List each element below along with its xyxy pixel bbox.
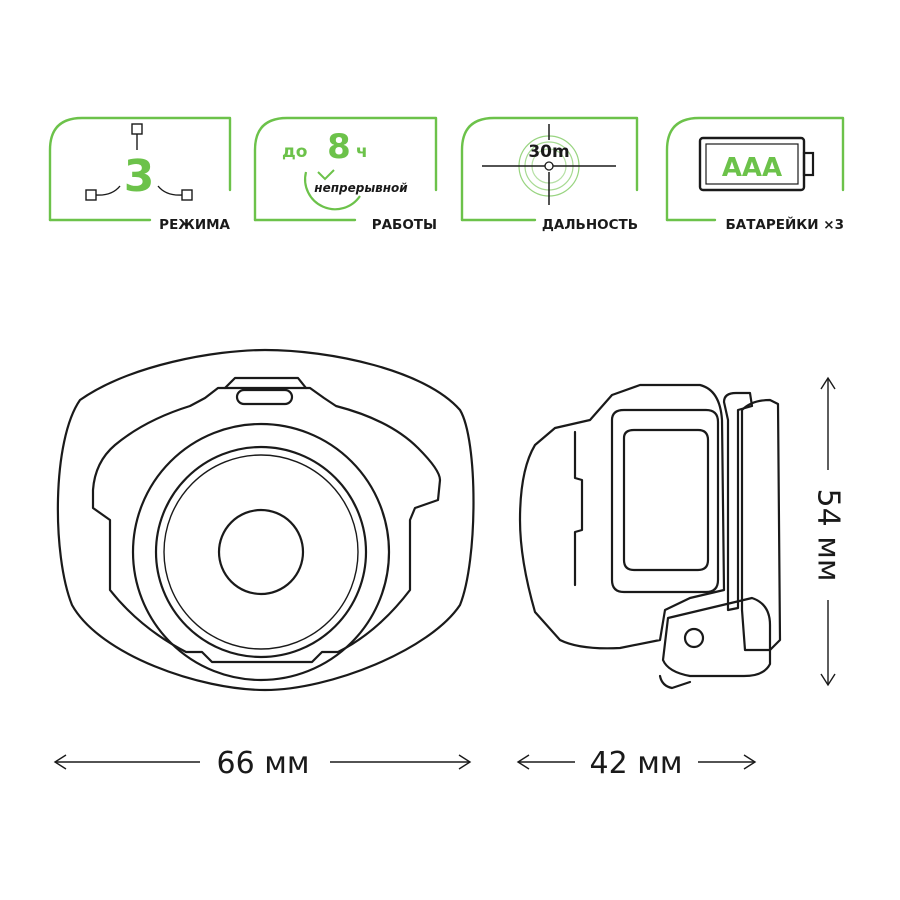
badge-runtime: до 8 ч непрерывной РАБОТЫ	[253, 116, 438, 233]
badge-frame	[460, 116, 639, 222]
dimension-depth: 42 мм	[516, 746, 757, 781]
side-foot	[658, 674, 692, 690]
side-window-outer	[610, 408, 720, 594]
side-lens-ridge	[573, 430, 584, 587]
arrow-left-icon	[516, 754, 530, 770]
badge-modes: 3 РЕЖИМА	[48, 116, 232, 233]
side-window-inner	[622, 428, 710, 572]
clock-icon	[304, 169, 361, 211]
runtime-prefix: до	[282, 142, 307, 162]
side-view-drawing	[518, 383, 782, 690]
front-top-tab	[223, 376, 308, 390]
side-hinge	[661, 596, 772, 678]
front-lens-ring-outer	[131, 422, 391, 682]
runtime-value: 8	[327, 127, 351, 167]
arrow-down-icon	[820, 673, 836, 687]
battery-value: AAA	[722, 153, 782, 183]
front-inner-bezel	[91, 386, 442, 664]
front-view-drawing	[56, 348, 475, 692]
arrow-right-icon	[458, 754, 472, 770]
modes-value: 3	[124, 151, 155, 202]
front-outer-shell	[56, 348, 475, 692]
side-strap-clip-outer	[722, 391, 754, 612]
front-lens-ring-inner	[163, 454, 359, 650]
arrow-up-icon	[820, 376, 836, 390]
runtime-label: РАБОТЫ	[372, 217, 437, 233]
dimension-width: 66 мм	[53, 746, 472, 781]
front-button	[235, 388, 294, 406]
battery-icon	[698, 136, 815, 192]
badge-range: 30m ДАЛЬНОСТЬ	[460, 116, 639, 233]
arrow-right-icon	[743, 754, 757, 770]
runtime-unit: ч	[356, 142, 368, 162]
battery-label: БАТАРЕЙКИ ×3	[725, 216, 844, 233]
badge-frame	[665, 116, 845, 222]
front-lens-center	[217, 508, 305, 596]
modes-label: РЕЖИМА	[159, 217, 230, 233]
range-value: 30m	[528, 142, 569, 162]
side-hinge-pin	[683, 627, 705, 649]
arrow-left-icon	[53, 754, 67, 770]
depth-label: 42 мм	[590, 746, 683, 781]
crosshair-icon	[482, 124, 616, 205]
width-label: 66 мм	[217, 746, 310, 781]
runtime-sub: непрерывной	[314, 181, 408, 195]
badge-battery: AAA БАТАРЕЙКИ ×3	[665, 116, 845, 233]
height-label: 54 мм	[811, 489, 846, 582]
badge-frame	[253, 116, 438, 222]
side-body	[518, 383, 726, 650]
side-strap-clip	[740, 398, 782, 652]
range-label: ДАЛЬНОСТЬ	[542, 217, 638, 233]
front-lens-ring	[154, 445, 368, 659]
mode-switch-icon	[85, 123, 193, 201]
badge-frame	[48, 116, 232, 222]
dimension-height: 54 мм	[811, 376, 846, 687]
